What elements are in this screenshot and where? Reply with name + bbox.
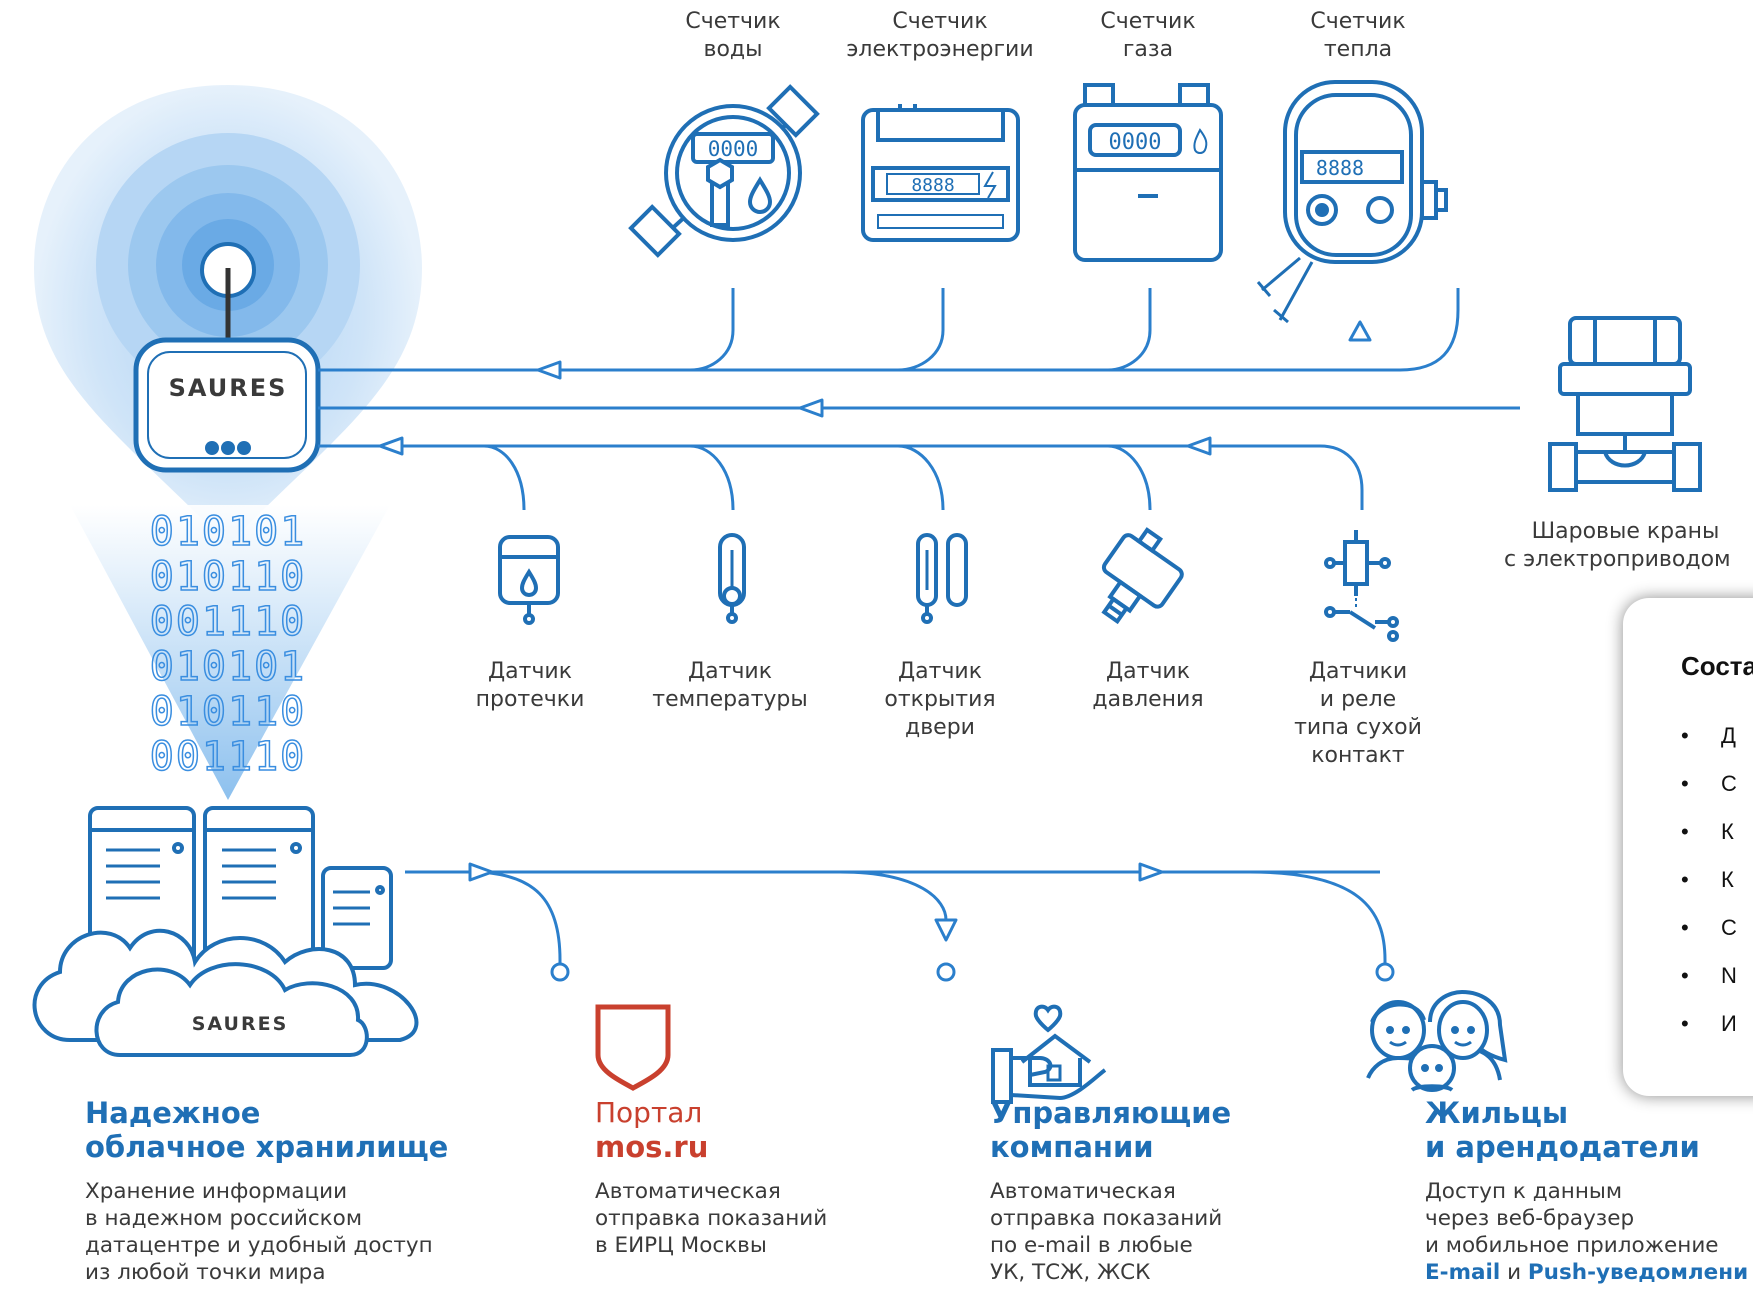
relay-icon (1324, 530, 1399, 642)
bullet-icon: • (1681, 963, 1689, 988)
house-hand-icon (991, 1004, 1107, 1104)
saures-controller: SAURES (133, 268, 321, 473)
heat-meter-display: 8888 (1316, 156, 1364, 180)
portal-title: Портал mos.ru (595, 1096, 709, 1164)
panel-list-item-text: N (1721, 963, 1737, 988)
connection-lines (318, 288, 1520, 964)
binary-row: 010110 (150, 554, 307, 600)
water-meter-icon: 0000 (628, 84, 820, 258)
water-meter-display: 0000 (708, 137, 759, 161)
bullet-icon: • (1681, 1011, 1689, 1036)
gas-meter-icon: 0000 (1073, 83, 1223, 262)
panel-list-item-text: И (1721, 1011, 1737, 1036)
binary-row: 001110 (150, 599, 307, 645)
connection-endpoints (550, 962, 1395, 982)
bullet-icon: • (1681, 867, 1689, 892)
ball-valve-icon (1548, 316, 1702, 492)
pressure-sensor-icon (1101, 527, 1184, 625)
device-brand: SAURES (169, 374, 288, 402)
panel-list-item-text: К (1721, 819, 1734, 844)
arrow-markers (378, 320, 1372, 942)
panel-list-item: •И (1681, 1011, 1737, 1037)
leak-sensor-icon (498, 535, 560, 625)
gas-meter-display: 0000 (1109, 130, 1162, 155)
panel-list-item: •К (1681, 819, 1734, 845)
panel-list-item: •Д (1681, 723, 1736, 749)
panel-list-item-text: Д (1721, 723, 1736, 748)
panel-list-item-text: С (1721, 771, 1737, 796)
cloud-storage-icon: SAURES (32, 806, 419, 1057)
residents-notifications: E-mail и Push-уведомлени (1425, 1260, 1749, 1285)
bullet-icon: • (1681, 915, 1689, 940)
heat-meter-icon: 8888 (1256, 80, 1448, 324)
mos-ru-shield-icon (595, 1004, 671, 1091)
binary-row: 001110 (150, 734, 307, 780)
residents-family-icon (1366, 989, 1508, 1092)
cloud-brand: SAURES (192, 1013, 289, 1035)
door-sensor-icon (916, 533, 968, 624)
panel-list-item-text: К (1721, 867, 1734, 892)
thermometer-icon (718, 533, 746, 624)
panel-list-item: •С (1681, 771, 1737, 797)
bullet-icon: • (1681, 771, 1689, 796)
electricity-meter-icon: 8888 (861, 104, 1020, 242)
data-beam (70, 505, 390, 800)
binary-row: 010101 (150, 509, 307, 555)
panel-title: Соста (1681, 651, 1753, 681)
electricity-meter-display: 8888 (911, 175, 954, 196)
binary-row: 010110 (150, 689, 307, 735)
panel-list-item: •N (1681, 963, 1737, 989)
composition-panel: Соста •Д•С•К•К•С•N•И (1623, 598, 1753, 1096)
panel-list-item-text: С (1721, 915, 1737, 940)
bullet-icon: • (1681, 723, 1689, 748)
panel-list-item: •С (1681, 915, 1737, 941)
panel-list-item: •К (1681, 867, 1734, 893)
binary-row: 010101 (150, 644, 307, 690)
bullet-icon: • (1681, 819, 1689, 844)
